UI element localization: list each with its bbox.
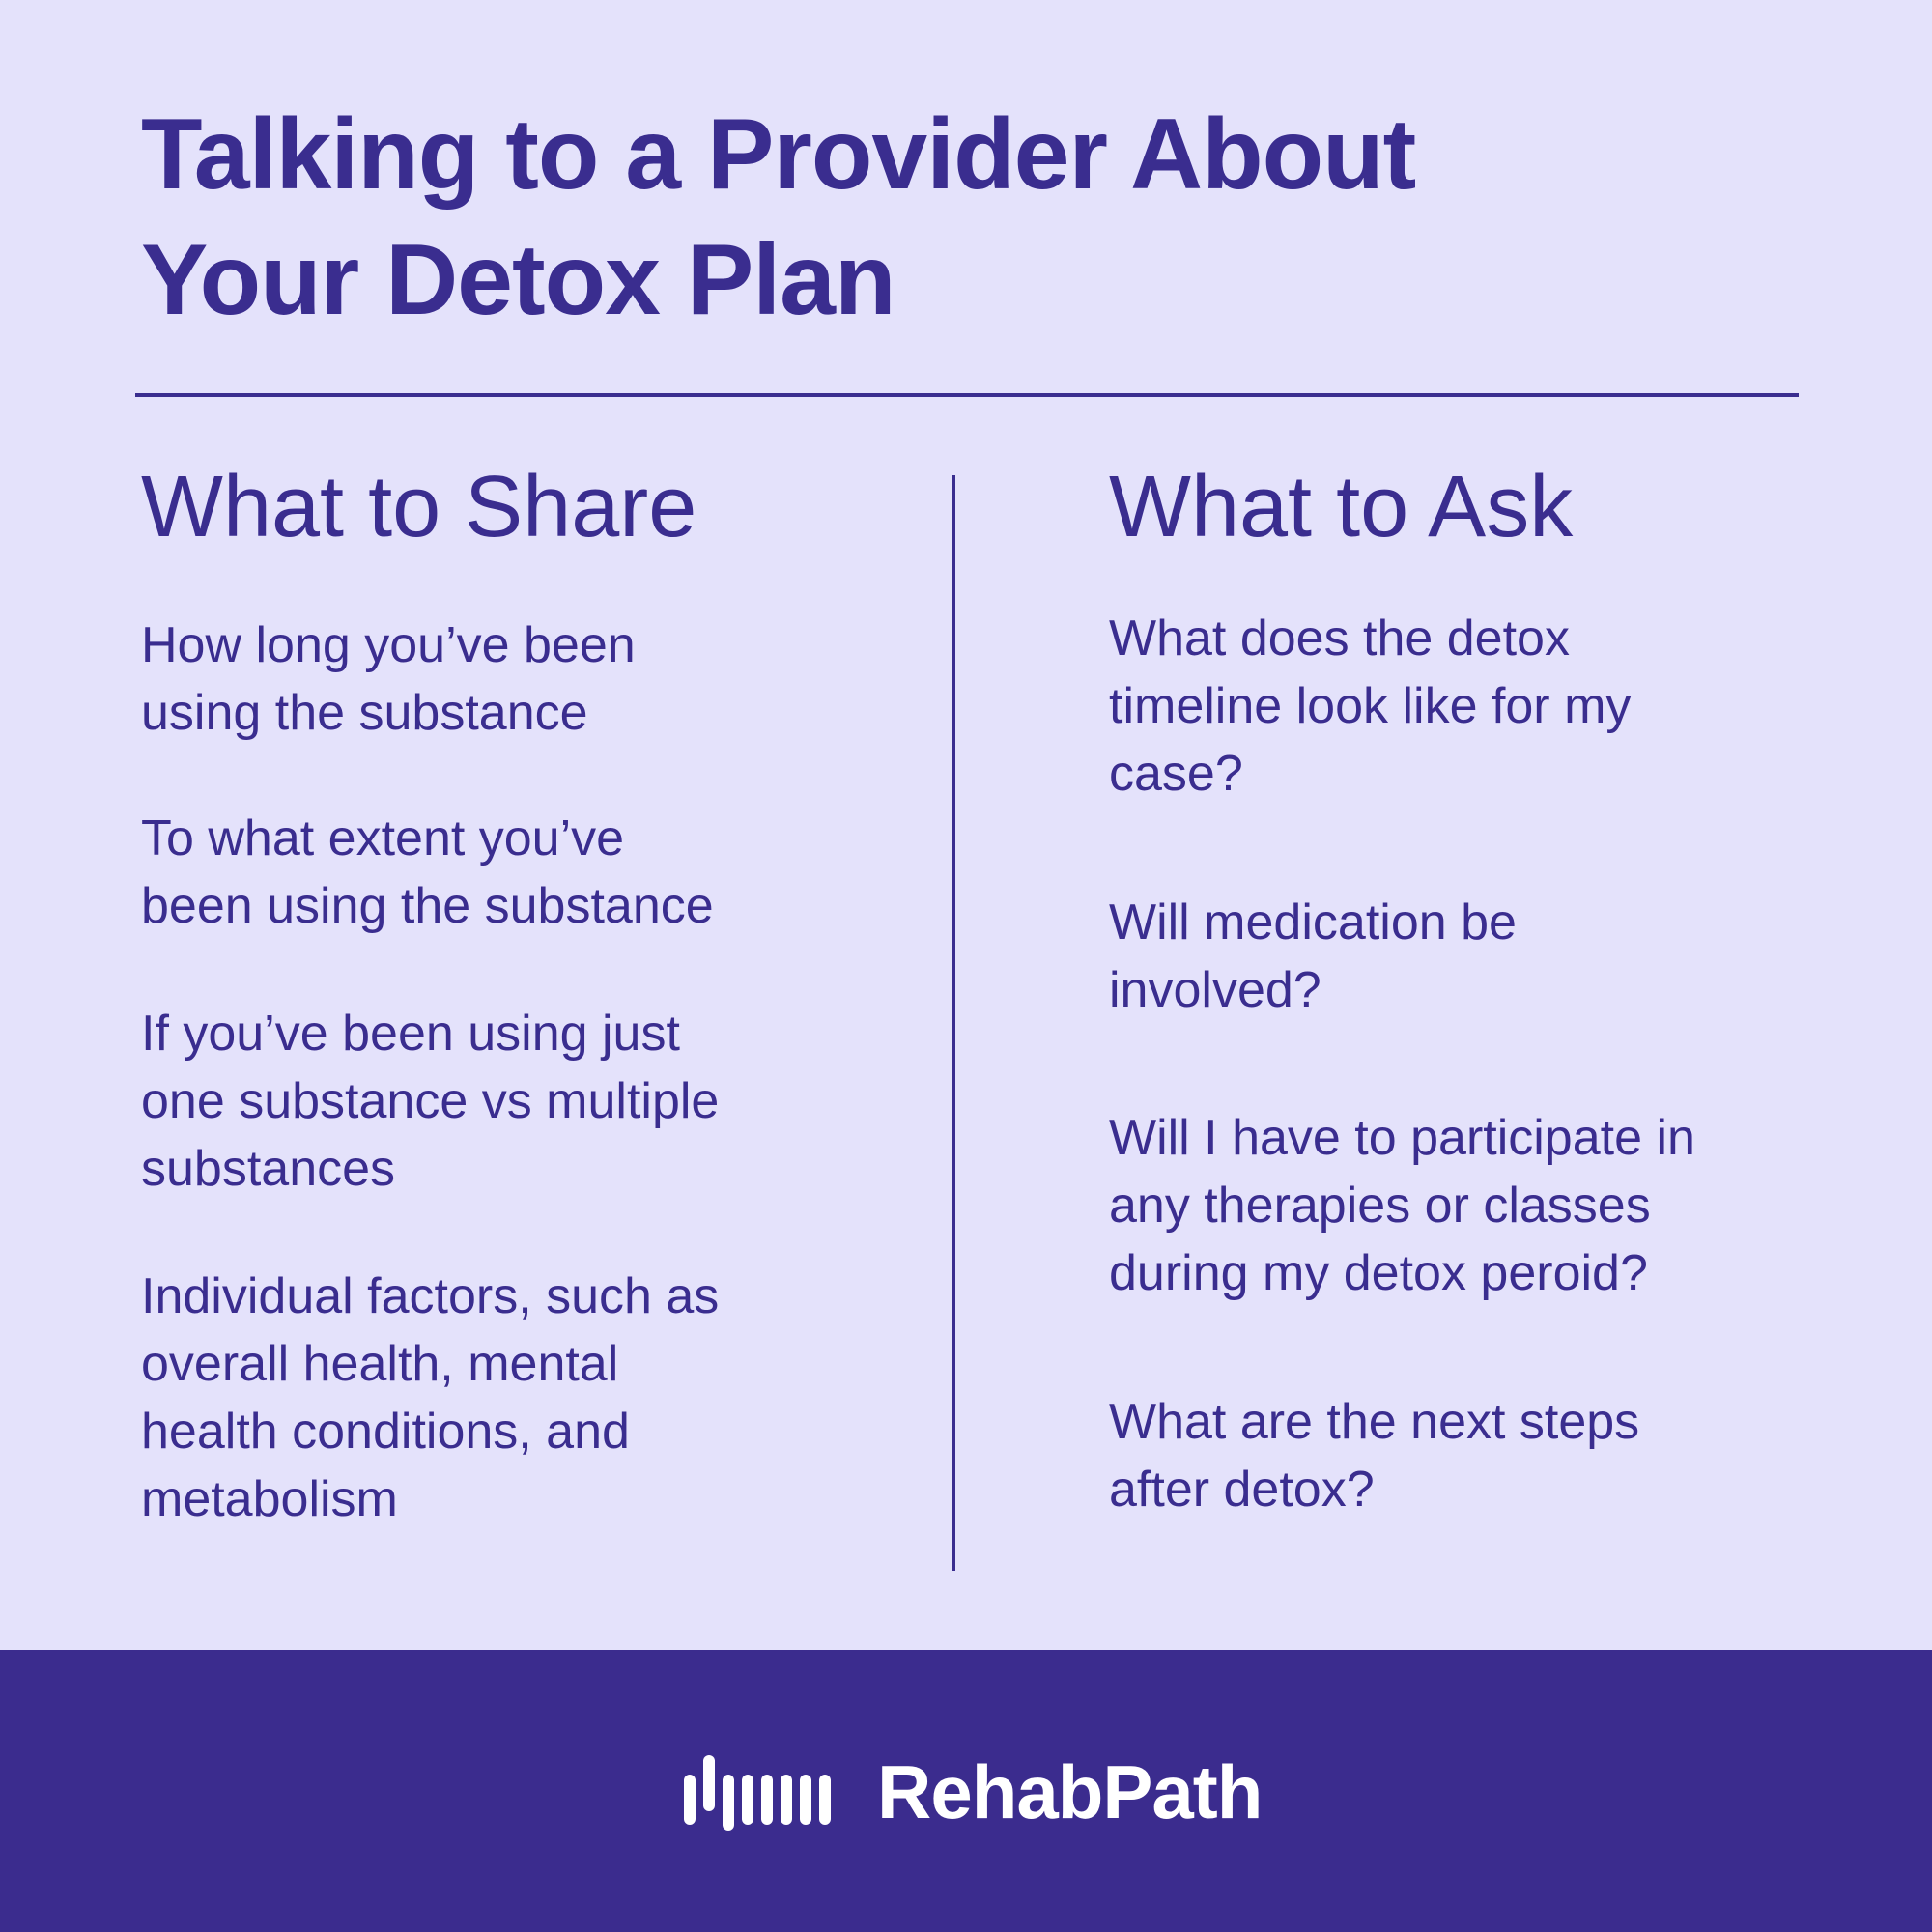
share-item-line: If you’ve been using just	[141, 1006, 680, 1062]
share-item-substances: If you’ve been using just one substance …	[141, 1000, 798, 1203]
ask-item-line: Will medication be	[1109, 895, 1517, 951]
share-column: What to Share How long you’ve been using…	[141, 454, 817, 1527]
ask-item-line: What does the detox	[1109, 611, 1570, 667]
ask-item-line: timeline look like for my	[1109, 678, 1632, 734]
ask-column: What to Ask What does the detox timeline…	[1109, 454, 1785, 1518]
share-item-extent: To what extent you’ve been using the sub…	[141, 805, 798, 940]
footer-band	[0, 1650, 1932, 1932]
ask-item-therapies: Will I have to participate in any therap…	[1109, 1104, 1804, 1307]
share-item-line: metabolism	[141, 1471, 398, 1527]
ask-heading: What to Ask	[1109, 459, 1574, 555]
share-item-line: To what extent you’ve	[141, 810, 625, 867]
share-item-line: How long you’ve been	[141, 617, 636, 673]
share-item-line: health conditions, and	[141, 1404, 630, 1460]
ask-item-next-steps: What are the next steps after detox?	[1109, 1388, 1804, 1523]
title-divider	[135, 393, 1799, 397]
page-title-line-1: Talking to a Provider About	[141, 99, 1416, 211]
ask-item-line: Will I have to participate in	[1109, 1110, 1695, 1166]
share-item-line: using the substance	[141, 685, 588, 741]
page-title-line-2: Your Detox Plan	[141, 224, 896, 336]
share-item-line: substances	[141, 1141, 396, 1197]
ask-item-line: any therapies or classes	[1109, 1178, 1651, 1234]
ask-item-timeline: What does the detox timeline look like f…	[1109, 605, 1804, 808]
page-title: Talking to a Provider About Your Detox P…	[141, 92, 1590, 343]
ask-item-line: case?	[1109, 746, 1243, 802]
bar-waveform-logo-icon	[684, 1755, 831, 1831]
share-item-line: overall health, mental	[141, 1336, 619, 1392]
ask-item-medication: Will medication be involved?	[1109, 889, 1804, 1024]
ask-item-line: What are the next steps	[1109, 1394, 1640, 1450]
brand-name: RehabPath	[877, 1749, 1263, 1834]
brand-logo-lockup: RehabPath	[682, 1749, 1263, 1834]
ask-item-line: involved?	[1109, 962, 1321, 1018]
share-heading: What to Share	[141, 459, 697, 555]
share-item-individual-factors: Individual factors, such as overall heal…	[141, 1263, 798, 1533]
share-item-duration: How long you’ve been using the substance	[141, 611, 798, 747]
ask-item-line: during my detox peroid?	[1109, 1245, 1648, 1301]
ask-item-line: after detox?	[1109, 1462, 1375, 1518]
share-item-line: Individual factors, such as	[141, 1268, 720, 1324]
share-item-line: one substance vs multiple	[141, 1073, 720, 1129]
column-divider	[952, 475, 955, 1571]
share-item-line: been using the substance	[141, 878, 714, 934]
